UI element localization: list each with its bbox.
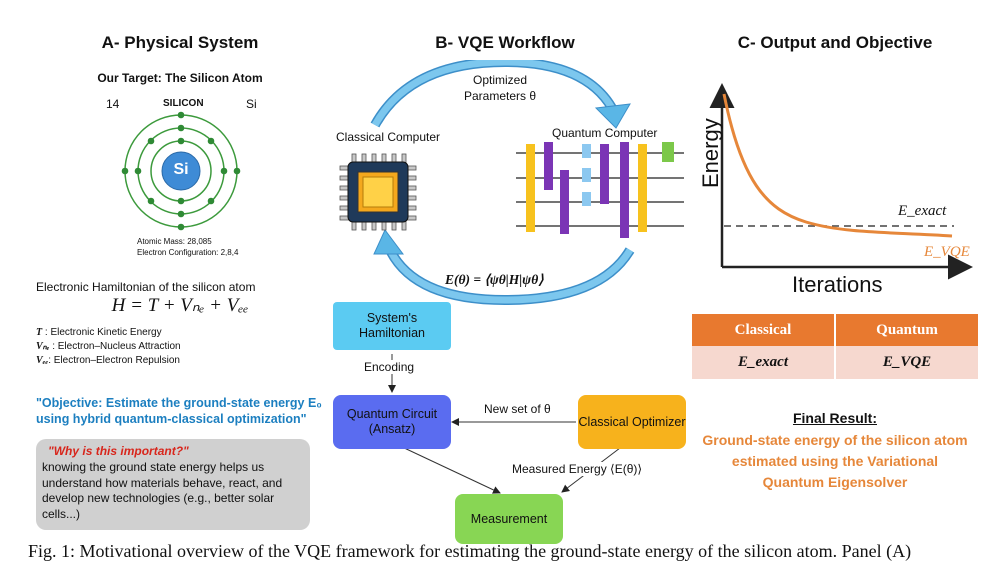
final-result-title: Final Result:: [792, 410, 877, 426]
final-result-body: Ground-state energy of the silicon atom …: [702, 432, 968, 490]
panel-b-title: B- VQE Workflow: [435, 33, 575, 52]
term-row: T : Electronic Kinetic Energy: [36, 326, 181, 340]
electron-configuration: Electron Configuration: 2,8,4: [137, 248, 239, 257]
table-cell-exact: E_exact: [692, 346, 836, 379]
element-name: SILICON: [163, 98, 204, 109]
classical-optimizer-box: Classical Optimizer: [578, 395, 686, 449]
y-axis-label: Energy: [698, 118, 723, 188]
optimized-params-label: Optimized Parameters θ: [460, 72, 540, 104]
why-body: knowing the ground state energy helps us…: [42, 460, 283, 521]
term-description: : Electronic Kinetic Energy: [42, 327, 162, 338]
term-symbol: Vₑₑ: [36, 355, 49, 366]
vqe-cycle-arrows: [370, 60, 635, 306]
term-symbol: T: [36, 327, 43, 338]
table-cell-vqe: E_VQE: [835, 346, 978, 379]
classical-computer-label: Classical Computer: [336, 130, 441, 144]
optimized-label: Optimized: [472, 73, 528, 87]
parameters-label: Parameters θ: [463, 89, 537, 103]
term-description: : Electron–Nucleus Attraction: [49, 341, 181, 352]
term-symbol: Vₙₑ: [36, 341, 50, 352]
panel-c-title: C- Output and Objective: [737, 33, 933, 52]
measurement-box: Measurement: [455, 494, 563, 544]
term-row: Vₙₑ : Electron–Nucleus Attraction: [36, 340, 181, 354]
term-description: : Electron–Electron Repulsion: [48, 355, 180, 366]
system-hamiltonian-box: System's Hamiltonian: [333, 302, 451, 350]
objective-text: "Objective: Estimate the ground-state en…: [36, 395, 322, 427]
new-parameters-label: New set of θ: [484, 402, 551, 416]
vqe-energy-curve: [722, 93, 953, 238]
table-row: E_exact E_VQE: [692, 346, 978, 379]
table-header-quantum: Quantum: [835, 314, 978, 346]
encoding-label: Encoding: [364, 360, 415, 374]
why-important-box: [36, 439, 310, 530]
hamiltonian-equation: H = T + Vₙₑ + Vₑₑ: [111, 295, 249, 316]
panel-a-title: A- Physical System: [101, 33, 259, 52]
atomic-mass: Atomic Mass: 28,085: [137, 237, 212, 246]
e-exact-label: E_exact: [898, 203, 947, 219]
atomic-number: 14: [106, 97, 120, 111]
figure-caption: Fig. 1: Motivational overview of the VQE…: [28, 541, 912, 561]
target-heading: Our Target: The Silicon Atom: [97, 71, 263, 85]
hamiltonian-terms: T : Electronic Kinetic Energy Vₙₑ : Elec…: [36, 326, 181, 368]
why-title: "Why is this important?": [48, 444, 189, 458]
table-header-row: Classical Quantum: [692, 314, 978, 346]
result-table: Classical Quantum E_exact E_VQE: [692, 314, 978, 379]
objective-line: "Objective: Estimate the ground-state en…: [36, 396, 322, 410]
cpu-chip-icon: [339, 153, 417, 231]
term-row: Vₑₑ: Electron–Electron Repulsion: [36, 354, 181, 368]
objective-line: using hybrid quantum-classical optimizat…: [36, 412, 307, 426]
element-symbol: Si: [246, 97, 257, 111]
energy-convergence-plot: [709, 83, 973, 280]
quantum-circuit-box: Quantum Circuit (Ansatz): [333, 395, 451, 449]
table-header-classical: Classical: [692, 314, 836, 346]
energy-expectation: E(θ) = ⟨ψθ|H|ψθ⟩: [445, 272, 544, 287]
x-axis-label: Iterations: [792, 272, 883, 297]
silicon-atom-diagram: [121, 111, 241, 231]
quantum-circuit-graphic: [516, 142, 684, 238]
e-vqe-label: E_VQE: [924, 244, 970, 260]
quantum-computer-label: Quantum Computer: [552, 126, 658, 140]
nucleus-label: Si: [173, 161, 189, 178]
hamiltonian-heading: Electronic Hamiltonian of the silicon at…: [36, 280, 256, 294]
measured-energy-label: Measured Energy ⟨E(θ)⟩: [512, 462, 643, 476]
